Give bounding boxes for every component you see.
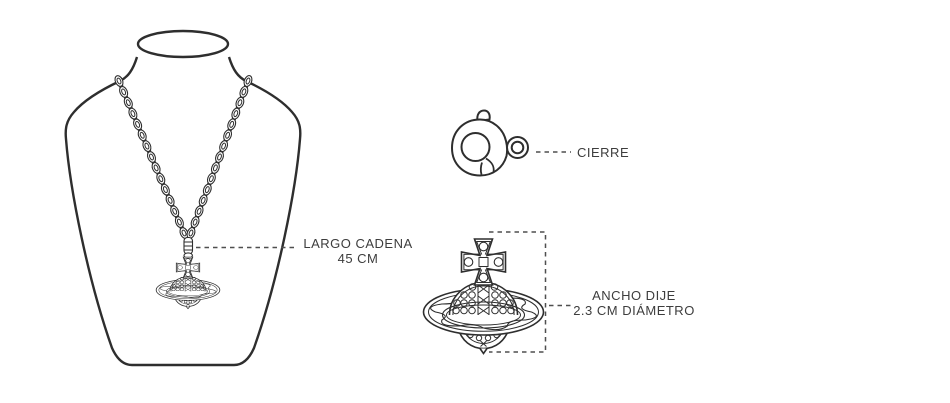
chain-length-label-line1: LARGO CADENA: [303, 236, 413, 251]
clasp-label-text: CIERRE: [577, 145, 630, 160]
lobster-clasp-icon: [450, 109, 529, 177]
chain-length-label: LARGO CADENA 45 CM: [283, 236, 433, 266]
pendant-width-label-line2: 2.3 CM DIÁMETRO: [573, 302, 695, 318]
bust-neck-top: [136, 29, 230, 59]
pendant-width-label-line1: ANCHO DIJE: [592, 288, 676, 303]
chain-length-label-line2: 45 CM: [337, 250, 379, 266]
chain-illustration: [112, 73, 254, 241]
pendant-detail-illustration: [422, 238, 545, 355]
pendant-illustration: [155, 236, 221, 310]
pendant-width-label: ANCHO DIJE 2.3 CM DIÁMETRO: [558, 288, 710, 318]
pendant-width-bracket: [489, 231, 547, 353]
bust-illustration: [64, 29, 302, 367]
clasp-label: CIERRE: [577, 145, 630, 161]
